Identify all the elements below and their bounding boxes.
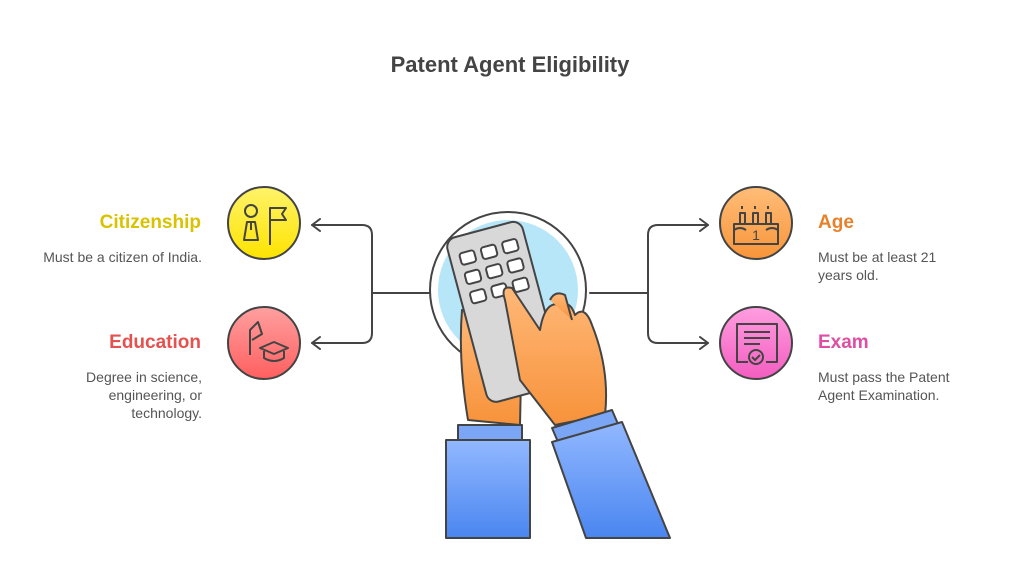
citizenship-desc: Must be a citizen of India. <box>43 249 202 265</box>
citizenship-icon <box>227 186 301 260</box>
page-title: Patent Agent Eligibility <box>390 52 630 77</box>
citizenship-label: Citizenship <box>99 212 201 233</box>
exam-desc: Must pass the Patent Agent Examination. <box>818 369 950 403</box>
age-icon: 1 <box>719 186 793 260</box>
connector-right <box>589 218 709 350</box>
svg-text:1: 1 <box>752 227 760 243</box>
education-desc: Degree in science, engineering, or techn… <box>86 369 202 421</box>
exam-label: Exam <box>818 332 869 353</box>
age-label: Age <box>818 212 854 233</box>
connector-left <box>311 218 431 350</box>
calculator-hands-illustration <box>429 211 671 539</box>
exam-icon <box>719 306 793 380</box>
education-icon <box>227 306 301 380</box>
education-label: Education <box>109 332 201 353</box>
age-desc: Must be at least 21 years old. <box>818 249 937 283</box>
